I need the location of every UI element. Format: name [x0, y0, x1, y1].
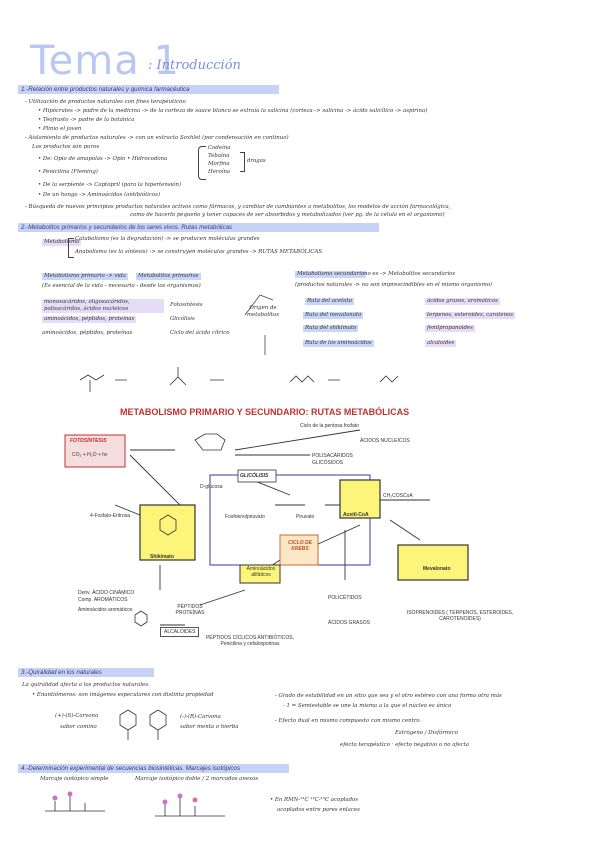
drug-0: Codeína: [208, 145, 231, 151]
s3-carvona-r: (-)-(R)-Carvona: [180, 714, 221, 720]
glicosidos: GLICÓSIDOS: [312, 460, 344, 466]
metabolic-diagram: [64, 429, 469, 627]
section-4-heading: 4.-Determinación experimental de secuenc…: [18, 764, 289, 773]
prim-row-0-a: monosacáridos, oligosacáridos, polisacár…: [42, 299, 164, 313]
s4-mid: Marcaje isotópico doble / 2 marcados ane…: [135, 776, 259, 782]
metab-brace: [68, 238, 74, 258]
sec-row-2-b: fenilpropanoides: [425, 325, 475, 332]
prim-row-2-a: aminoácidos, péptidos, proteínas: [42, 330, 133, 336]
primario-desc: (Es esencial de la vida - necesario - de…: [42, 283, 201, 289]
s3-line-1: La quiralidad afecta a los productos nat…: [22, 682, 150, 688]
sec-row-1-b: terpenos, esteroides, carotenos: [425, 312, 516, 319]
shikimato: Shikimato: [150, 554, 174, 560]
carvone-structures: [119, 709, 167, 740]
primario-left: Metabolismo primario -> vida: [42, 273, 128, 280]
section-3-heading: 3.-Quiralidad en los naturales: [18, 668, 154, 677]
d-glucosa: D-glucosa: [200, 484, 223, 490]
s3-carvona-s-desc: sabor comino: [60, 724, 97, 730]
isoprenoides: ISOPRENOIDES ( TERPENOS, ESTEROIDES, CAR…: [406, 610, 514, 622]
s3-right-1: - Grado de estabilidad en un sitio que s…: [275, 693, 502, 699]
sec-row-3-b: alcaloides: [425, 340, 457, 347]
center-arrows: [244, 294, 274, 355]
drugs-brace-right: [240, 152, 245, 172]
ciclo-pentosa: Ciclo de la pentosa fosfato: [300, 423, 359, 429]
fotosintesis-label: FOTOSÍNTESIS: [70, 438, 107, 444]
drugs-brace: [198, 146, 206, 180]
prim-row-0-b: Fotosíntesis: [170, 302, 203, 308]
comp-aromaticos: Comp. AROMÁTICOS: [78, 597, 128, 603]
prim-row-1-a: aminoácidos, péptidos, proteínas: [42, 316, 137, 323]
piruvato: Piruvato: [296, 514, 315, 520]
policetidos: POLICÉTIDOS: [328, 595, 362, 601]
sec-row-2-a: Ruta del shikimato: [303, 325, 359, 332]
catabolismo: Catabolismo (es la degradación) -> se pr…: [75, 236, 260, 242]
sec-row-3-a: Ruta de los aminoácidos: [303, 340, 374, 347]
eritrosa: 4-Fosfato-Eritrosa: [90, 513, 131, 519]
acidos-grasos: ÁCIDOS GRASOS: [328, 620, 370, 626]
s4-left: Marcaje isotópico simple: [40, 776, 109, 782]
s3-line-2: • Enantiómeros: son imágenes especulares…: [32, 692, 214, 698]
center-note: Origen de metabolitos: [246, 305, 279, 318]
sec-row-1-a: Ruta del mevalonato: [303, 312, 364, 319]
drug-2: Morfina: [208, 161, 230, 167]
aminoac-aromaticos: Aminoácidos aromáticos: [78, 607, 133, 613]
s1-note-5: Los productos son puros: [32, 144, 100, 150]
polisacaridos: POLISACÁRIDOS: [312, 453, 353, 459]
s4-right-1: • En RMN-¹³C ¹³C-¹³C acoplados: [270, 797, 359, 803]
prim-row-2-b: Ciclo del ácido cítrico: [170, 330, 230, 336]
peptidos-ciclicos: PÉPTIDOS CÍCLICOS ANTIBIÓTICOS, Penicili…: [205, 635, 295, 647]
anabolismo: Anabolismo (es la síntesis) -> se constr…: [75, 249, 323, 255]
s1-note-0: - Utilización de productos naturales con…: [25, 99, 187, 105]
secundario-left: Metabolismo secundario: [295, 271, 367, 278]
s1-note-2: • Teofrasto -> padre de la botánica: [38, 117, 135, 123]
s1-note-9: • De un hongo -> Aminoácidos (antibiótic…: [38, 192, 161, 198]
isotope-labeling-sketches: [45, 791, 225, 817]
fotosintesis-eq: CO₂ + H₂O + hν: [72, 452, 108, 458]
s3-carvona-s: (+)-(S)-Carvona: [55, 713, 99, 719]
sec-row-0-a: Ruta del acetato: [305, 298, 354, 305]
diagram-title: METABOLISMO PRIMARIO Y SECUNDARIO: RUTAS…: [120, 407, 410, 417]
s3-right-5: efecto terapéutico · efecto negativo o n…: [340, 742, 470, 748]
peptidos-proteinas: PÉPTIDOS PROTEÍNAS: [175, 604, 205, 616]
acido-cinamico: Deriv. ÁCIDO CINÁMICO: [78, 590, 135, 596]
section-2-heading: 2.-Metabolitos primarios y secundarios d…: [18, 223, 379, 232]
acidos-nucleicos: ÁCIDOS NUCLEICOS: [360, 438, 410, 444]
s3-right-3: - Efecto dual en mismo compuesto con mis…: [275, 718, 420, 724]
s3-right-2: - 1 = Semiestable se une la misma a la q…: [283, 703, 452, 709]
glicolisis-label: GLICÓLISIS: [240, 473, 269, 479]
s1-note-11: como de hacerlo pequeño y tener capaces …: [130, 212, 445, 218]
aminoacidos-alifaticos: Aminoácidos alifáticos: [246, 566, 276, 578]
s4-right-2: acoplados entre pares enlaces: [277, 807, 360, 813]
malonil: CH₂COSCoA: [383, 493, 413, 499]
prim-row-1-b: Glicólisis: [170, 316, 195, 322]
s3-carvona-r-desc: sabor menta o hierba: [180, 724, 239, 730]
molecule-sketches: [79, 367, 399, 392]
s1-note-1: • Hipócrates -> padre de la medicina -> …: [38, 108, 428, 114]
drugs-label: drogas: [247, 158, 266, 164]
page-subtitle: : Introducción: [148, 58, 241, 73]
sec-row-0-b: ácidos grasos, aromáticos: [425, 298, 500, 305]
s1-note-10: - Búsqueda de nuevos principios producto…: [25, 204, 451, 210]
page-title: Tema 1: [30, 38, 180, 84]
acetil-coa: Acetil-CoA: [343, 512, 369, 518]
s1-note-4: - Aislamiento de productos naturales -> …: [25, 135, 289, 141]
secundario-right: no es -> Metabolitos secundarios: [364, 271, 456, 277]
metabolismo-label: Metabolismo: [42, 239, 82, 246]
s1-note-8: • De la serpiente -> Captopril (para la …: [38, 182, 182, 188]
drug-3: Heroína: [208, 169, 231, 175]
mevalonato: Mevalonato: [423, 566, 451, 572]
s1-note-3: • Plinio el joven: [38, 126, 82, 132]
s3-right-4: Estrógeno / Disfórmico: [395, 730, 459, 736]
alcaloides-box: ALCALOIDES: [160, 627, 200, 637]
fosfoenolpiruvato: Fosfoenolpiruvato: [225, 514, 265, 520]
drug-1: Tebaína: [208, 153, 230, 159]
ciclo-krebs: CICLO DE KREBS: [288, 540, 312, 552]
secundario-desc: (productos naturales -> no son imprescin…: [295, 282, 493, 288]
primario-right: Metabolitos primarios: [136, 273, 201, 280]
s1-note-7: • Penicilina (Fleming): [38, 169, 98, 175]
s1-note-6: • De: Opio de amapolas -> Opio • Hidroco…: [38, 156, 168, 162]
section-1-heading: 1.-Relación entre productos naturales y …: [18, 85, 279, 94]
